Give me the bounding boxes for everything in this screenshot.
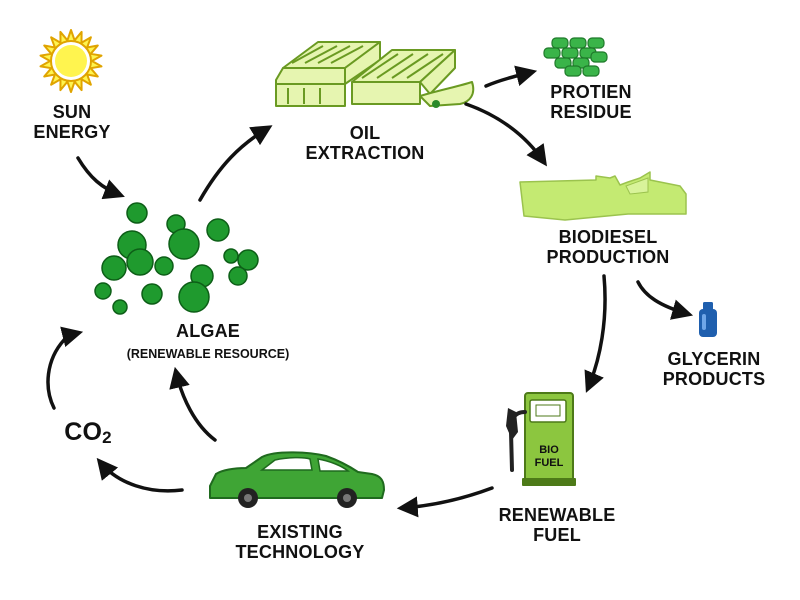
fuel-pump-icon	[506, 392, 576, 486]
biodiesel-label-line1: BIODIESEL	[558, 227, 658, 247]
sun-label-line1: SUN	[52, 102, 92, 122]
algae-cell	[178, 281, 210, 313]
fuel-label-line1: RENEWABLE	[498, 505, 616, 525]
algae-cell	[126, 202, 148, 224]
biodiesel-label-line2: PRODUCTION	[546, 247, 670, 267]
renewable-fuel-label: RENEWABLE FUEL	[499, 505, 616, 545]
existing-technology-label: EXISTING TECHNOLOGY	[235, 522, 364, 562]
protein-block	[587, 37, 605, 49]
protein-block	[554, 57, 572, 69]
algae-cell	[141, 283, 163, 305]
algae-cluster-icon	[94, 202, 259, 315]
co2-subscript: 2	[102, 428, 112, 447]
arrow-oil-to-biodiesel	[464, 102, 547, 167]
arrow-biodiesel-to-glycerin	[636, 280, 694, 320]
algae-cell	[112, 299, 128, 315]
protein-block	[543, 47, 561, 59]
arrow-car-to-algae	[169, 366, 217, 442]
sun-energy-label: SUN ENERGY	[33, 102, 110, 142]
fuel-label-line2: FUEL	[533, 525, 581, 545]
protein-label-line2: RESIDUE	[550, 102, 632, 122]
protein-block	[569, 37, 587, 49]
algae-cell	[237, 249, 259, 271]
algae-label-line1: ALGAE	[176, 321, 240, 341]
arrow-car-to-co2	[96, 457, 184, 493]
oil-extraction-label: OIL EXTRACTION	[306, 123, 425, 163]
glycerin-products-label: GLYCERIN PRODUCTS	[663, 349, 766, 389]
oil-label-line2: EXTRACTION	[305, 143, 425, 163]
protein-block	[561, 47, 579, 59]
algae-cell	[94, 282, 112, 300]
protein-block	[564, 65, 582, 77]
protein-block	[582, 65, 600, 77]
oil-label-line1: OIL	[349, 123, 381, 143]
algae-cell	[154, 256, 174, 276]
co2-label: CO2	[64, 418, 112, 452]
algae-cell	[228, 266, 248, 286]
glycerin-label-line1: GLYCERIN	[667, 349, 761, 369]
pump-text-line1: BIO	[539, 444, 559, 456]
sun-icon	[39, 29, 103, 93]
protein-residue-icon	[543, 37, 608, 77]
glycerin-bottle-icon	[699, 302, 717, 337]
protein-residue-label: PROTIEN RESIDUE	[550, 82, 631, 122]
algae-cell	[223, 248, 239, 264]
algae-cell	[126, 248, 154, 276]
algae-label: ALGAE	[176, 321, 240, 341]
pump-text-line2: FUEL	[534, 457, 564, 469]
algae-cell	[101, 255, 127, 281]
protein-block	[551, 37, 569, 49]
oil-extractor-icon	[275, 41, 475, 108]
arrow-oil-to-protein	[484, 65, 538, 88]
algae-sublabel: (RENEWABLE RESOURCE)	[127, 347, 290, 362]
arrow-algae-to-oil	[198, 125, 273, 202]
algae-cell	[206, 218, 230, 242]
co2-main: CO	[64, 418, 103, 446]
sun-label-line2: ENERGY	[33, 122, 111, 142]
arrow-co2-to-algae	[46, 326, 84, 410]
biodiesel-production-label: BIODIESEL PRODUCTION	[547, 227, 670, 267]
biodiesel-facility-icon	[519, 171, 687, 221]
glycerin-label-line2: PRODUCTS	[662, 369, 766, 389]
arrow-biodiesel-to-fuel	[584, 274, 607, 393]
algae-cell	[168, 228, 200, 260]
car-label-line1: EXISTING	[257, 522, 343, 542]
car-label-line2: TECHNOLOGY	[235, 542, 365, 562]
protein-label-line1: PROTIEN	[550, 82, 632, 102]
pump-bio-fuel-text: BIO FUEL	[535, 444, 564, 470]
arrow-sun-to-algae	[76, 156, 125, 200]
algae-label-line2: (RENEWABLE RESOURCE)	[126, 347, 290, 361]
protein-block	[590, 51, 608, 63]
car-icon	[209, 451, 385, 508]
arrow-fuel-to-car	[396, 486, 494, 518]
